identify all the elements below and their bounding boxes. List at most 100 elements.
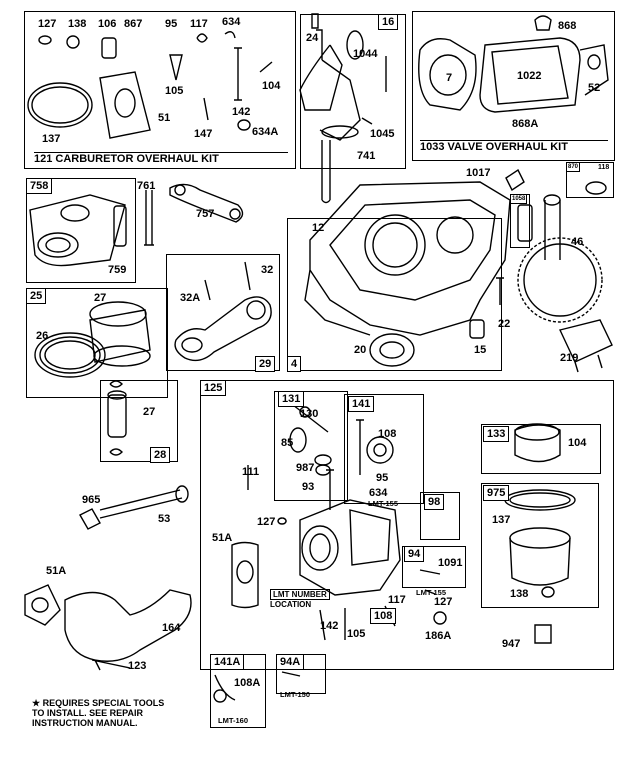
part-137: 137 [42,133,61,145]
part-1045: 1045 [370,128,395,140]
part-93: 93 [302,481,315,493]
part-219: 219 [560,352,579,364]
air-cleaner-frame [481,483,599,608]
part-634b: 634 [369,487,388,499]
part-51a: 51A [212,532,233,544]
lmt-location-label: LOCATION [270,600,312,609]
part-15: 15 [474,344,487,356]
part-108a: 108A [234,677,261,689]
part-1091: 1091 [438,557,463,569]
part-186a: 186A [425,630,452,642]
bowl-138 [509,537,571,586]
special-tools-note: ★ REQUIRES SPECIAL TOOLS TO INSTALL. SEE… [32,698,165,728]
valve-kit-frame [412,11,615,161]
primer-frame [344,394,424,504]
piston-pin-27 [107,394,127,438]
lmt-155-screw: LMT-155 [416,588,447,597]
part-634a: 634A [252,126,279,138]
plate-51 [99,71,151,139]
tag-108: 108 [370,608,397,624]
part-987: 987 [296,462,315,474]
tag-133: 133 [483,426,510,442]
part-46: 46 [571,236,584,248]
part-32: 32 [261,264,274,276]
connecting-rod-29 [174,296,272,362]
part-106: 106 [98,18,117,30]
carburetor-assembly-frame [200,380,614,670]
piston-25 [89,309,151,363]
valve-kit-title: 1033 VALVE OVERHAUL KIT [420,140,608,153]
part-127c: 127 [434,596,453,608]
tag-1058: 1058 [510,194,528,204]
part-20: 20 [354,344,367,356]
crankshaft-frame [300,14,406,169]
part-95: 95 [165,18,178,30]
part-757: 757 [196,208,215,220]
tag-141: 141 [348,396,375,412]
part-759: 759 [108,264,127,276]
lmt-number-label: LMT NUMBER [270,589,330,600]
part-117: 117 [190,18,208,30]
tag-125: 125 [200,380,227,396]
part-32a: 32A [180,292,201,304]
part-22: 22 [498,318,511,330]
part-27-top: 27 [94,292,107,304]
tag-131: 131 [278,391,305,407]
part-7: 7 [446,72,453,84]
part-634: 634 [222,16,241,28]
tag-141a: 141A [210,654,245,670]
part-104: 104 [262,80,281,92]
tool-frame-870 [566,162,614,198]
lmt-150: LMT-150 [280,690,311,699]
part-123: 123 [128,660,147,672]
fitting-53 [99,489,183,519]
float-frame [274,391,348,501]
intake-133 [514,424,561,463]
part-1044: 1044 [353,48,378,60]
carburetor-kit-title: 121 CARBURETOR OVERHAUL KIT [34,152,288,165]
part-85: 85 [281,437,294,449]
tag-98: 98 [424,494,445,510]
part-26: 26 [36,330,49,342]
piston-frame [26,288,168,398]
part-127b: 127 [257,516,276,528]
part-127: 127 [38,18,57,30]
tag-94: 94 [404,546,425,562]
primer-141 [356,419,364,475]
part-867: 867 [124,18,143,30]
part-142: 142 [232,106,251,118]
piston-ring-26 [34,332,106,378]
part-138: 138 [68,18,87,30]
part-868a: 868A [512,118,539,130]
needle-142 [234,47,242,101]
part-12: 12 [312,222,325,234]
part-51a-manifold: 51A [46,565,67,577]
bracket-frame [26,178,136,283]
float-131 [289,404,329,453]
part-147: 147 [194,128,213,140]
part-130: 130 [300,408,319,420]
part-51: 51 [158,112,171,124]
bushing-106 [101,37,117,59]
part-24: 24 [306,32,319,44]
gasket-137 [27,82,93,128]
pin-frame [100,380,178,462]
part-52: 52 [588,82,601,94]
part-1022: 1022 [517,70,542,82]
carburetor-kit-frame [24,11,296,169]
pushrod-761 [144,190,154,246]
part-965: 965 [82,494,101,506]
governor-219 [559,319,613,363]
tag-94a: 94A [276,654,305,670]
bracket-758 [29,194,126,267]
tag-28: 28 [150,447,171,463]
screw-frame [402,546,466,588]
rocker-757 [169,183,244,223]
spring-frame [420,492,460,540]
part-108: 108 [378,428,397,440]
part-947: 947 [502,638,521,650]
block-frame [287,218,502,371]
tag-4: 4 [287,356,302,372]
tag-29: 29 [255,356,276,372]
